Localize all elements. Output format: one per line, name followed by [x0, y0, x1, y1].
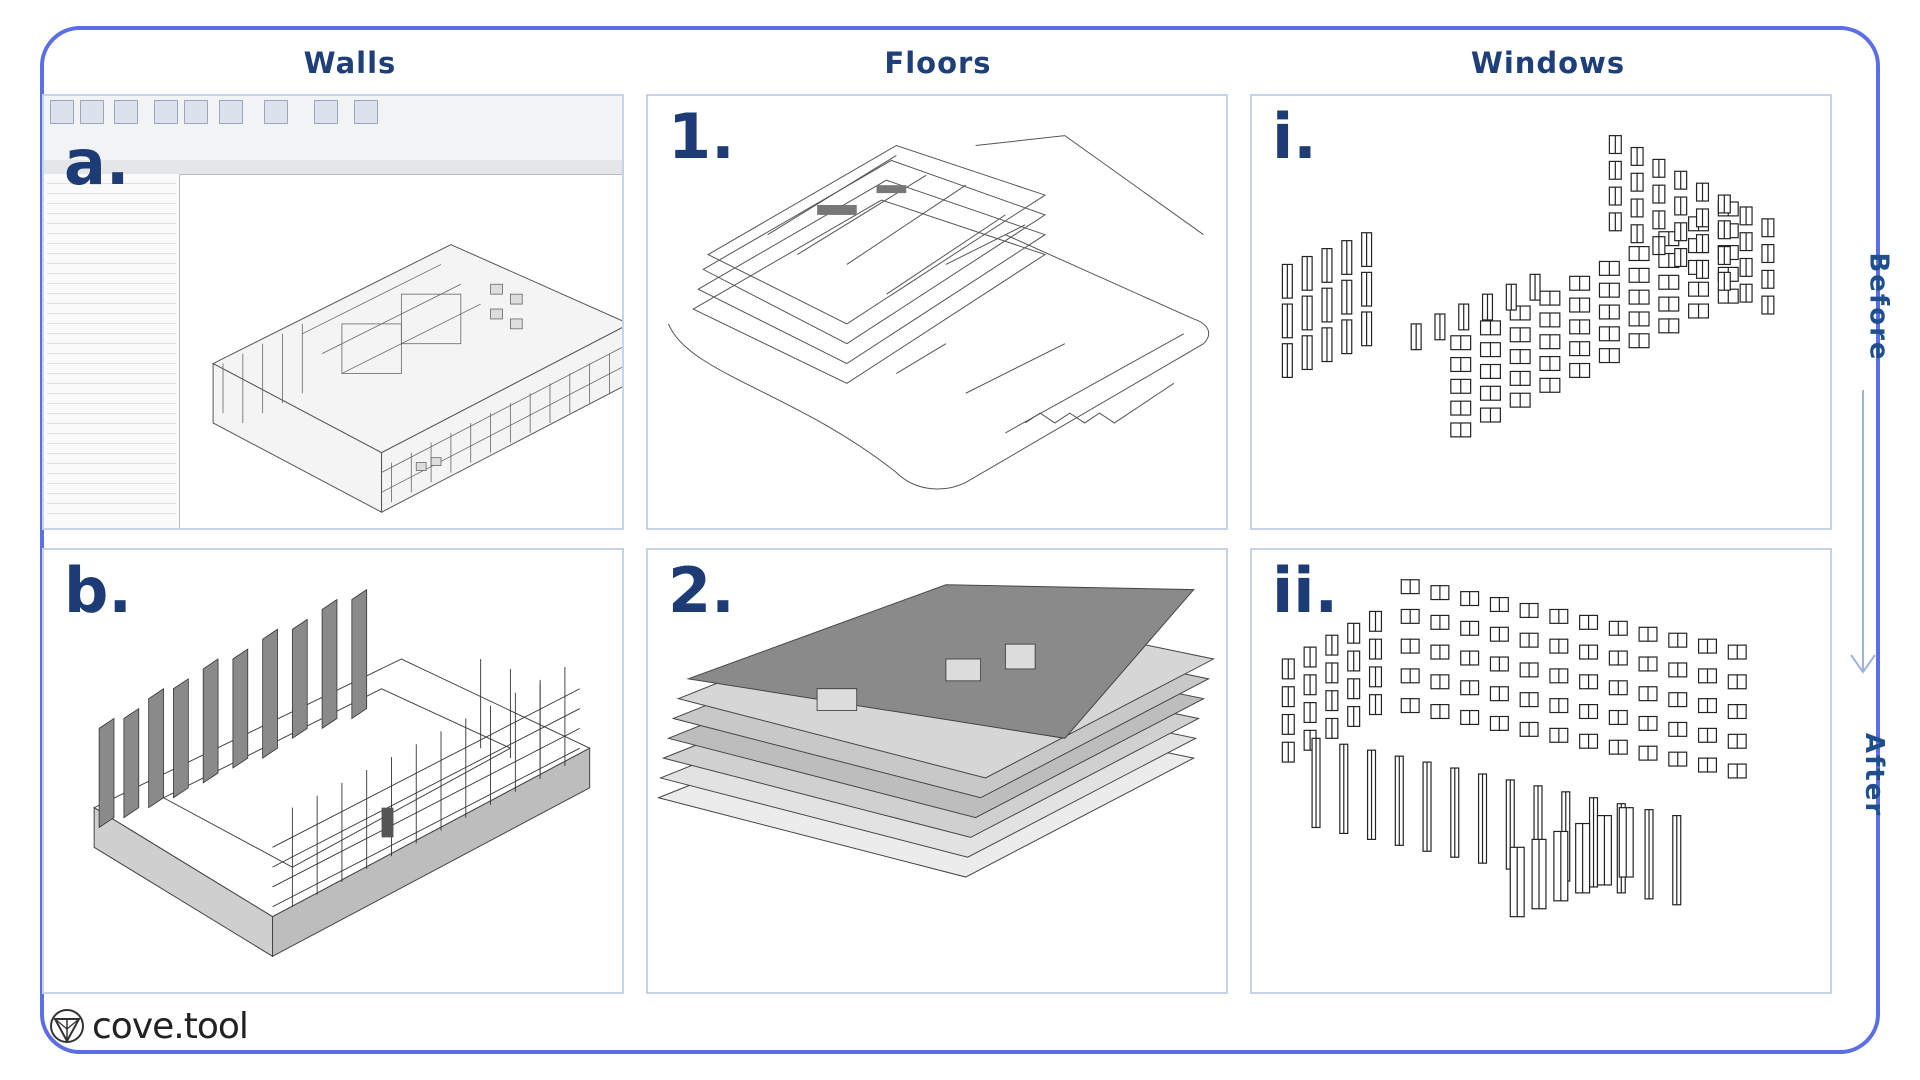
column-heading-windows: Windows: [1470, 46, 1626, 80]
before-label: Before: [1863, 252, 1894, 362]
properties-palette: [44, 174, 180, 528]
panel-label-i: i.: [1272, 100, 1317, 173]
after-label: After: [1859, 732, 1890, 818]
panel-label-1: 1.: [668, 100, 735, 173]
panel-label-a: a.: [64, 126, 130, 199]
floors-before-model: [668, 135, 1210, 490]
windows-after-model: [1281, 579, 1747, 918]
panel-walls-after: b.: [42, 548, 624, 994]
panel-label-ii: ii.: [1272, 554, 1339, 627]
cove-tool-logo: cove.tool: [48, 1004, 249, 1048]
column-heading-floors: Floors: [884, 46, 992, 80]
cove-tool-logo-icon: [50, 1009, 84, 1044]
windows-before-model: [1281, 135, 1775, 438]
floors-after-model: [656, 584, 1215, 878]
panel-walls-before: a.: [42, 94, 624, 530]
panel-windows-after: ii.: [1250, 548, 1832, 994]
panel-floors-before: 1.: [646, 94, 1228, 530]
column-heading-walls: Walls: [303, 46, 397, 80]
walls-before-model: [212, 244, 622, 513]
view-tabs: [44, 160, 622, 175]
revit-ribbon: [44, 96, 622, 161]
panel-floors-after: 2.: [646, 548, 1228, 994]
panel-label-b: b.: [64, 554, 132, 627]
walls-after-model: [93, 588, 591, 958]
logo-text: cove.tool: [92, 1005, 249, 1047]
panel-label-2: 2.: [668, 554, 735, 627]
down-arrow-icon: [1850, 390, 1876, 674]
panel-windows-before: i.: [1250, 94, 1832, 530]
